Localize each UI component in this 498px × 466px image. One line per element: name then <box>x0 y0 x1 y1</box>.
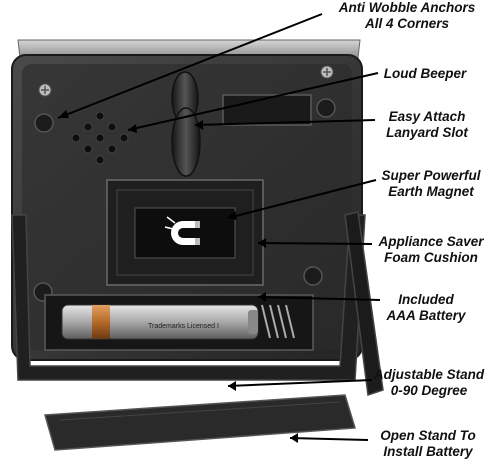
callout-stand: Adjustable Stand 0-90 Degree <box>364 367 494 399</box>
anchor-top-right <box>316 98 336 118</box>
callout-anti-wobble-line2: All 4 Corners <box>364 16 450 31</box>
callout-foam-cushion: Appliance Saver Foam Cushion <box>368 234 494 266</box>
battery-spring <box>261 304 295 339</box>
callout-loud-beeper-line1: Loud Beeper <box>383 66 467 81</box>
callout-lanyard-slot: Easy Attach Lanyard Slot <box>372 109 482 141</box>
magnet-window <box>134 207 236 259</box>
arrow-stand <box>227 379 373 387</box>
anchor-top-left <box>34 113 54 133</box>
callout-open-stand-line1: Open Stand To <box>380 428 476 443</box>
arrow-foam <box>257 242 373 245</box>
callout-loud-beeper: Loud Beeper <box>370 66 480 82</box>
callout-stand-line2: 0-90 Degree <box>390 383 468 398</box>
callout-battery: Included AAA Battery <box>376 292 476 324</box>
label-recess <box>222 94 312 126</box>
callout-arrows <box>57 13 381 441</box>
anchor-bottom-right <box>303 266 323 286</box>
callout-stand-line1: Adjustable Stand <box>373 367 485 382</box>
callout-earth-magnet-line2: Earth Magnet <box>388 184 474 199</box>
callout-lanyard-slot-line2: Lanyard Slot <box>386 125 468 140</box>
callout-foam-cushion-line2: Foam Cushion <box>384 250 478 265</box>
battery-door <box>44 394 356 451</box>
magnet-icon <box>164 216 200 245</box>
callout-open-stand-line2: Install Battery <box>383 444 473 459</box>
battery-body <box>61 304 259 340</box>
arrow-battery <box>257 296 381 301</box>
callout-earth-magnet: Super Powerful Earth Magnet <box>372 168 490 200</box>
callout-battery-line2: AAA Battery <box>386 308 466 323</box>
arrow-loud-beeper <box>127 72 379 131</box>
arrow-lanyard <box>194 119 376 126</box>
callout-lanyard-slot-line1: Easy Attach <box>388 109 466 124</box>
beeper-grille <box>71 111 129 165</box>
lanyard-slot-lower <box>171 107 201 177</box>
stand-leg <box>344 211 384 397</box>
callout-anti-wobble: Anti Wobble Anchors All 4 Corners <box>318 0 496 32</box>
arrow-open-stand <box>289 437 369 441</box>
battery-copper-band <box>92 305 110 339</box>
arrow-anti-wobble <box>57 13 323 119</box>
callout-battery-line1: Included <box>398 292 454 307</box>
callout-foam-cushion-line1: Appliance Saver <box>378 234 484 249</box>
callout-earth-magnet-line1: Super Powerful <box>381 168 481 183</box>
arrow-magnet <box>227 179 377 219</box>
arrow-heads <box>58 110 298 443</box>
battery-label-text: Trademarks Licensed I <box>148 323 219 330</box>
callout-anti-wobble-line1: Anti Wobble Anchors <box>338 0 476 15</box>
callout-open-stand: Open Stand To Install Battery <box>362 428 494 460</box>
foam-inner-border <box>116 189 254 276</box>
